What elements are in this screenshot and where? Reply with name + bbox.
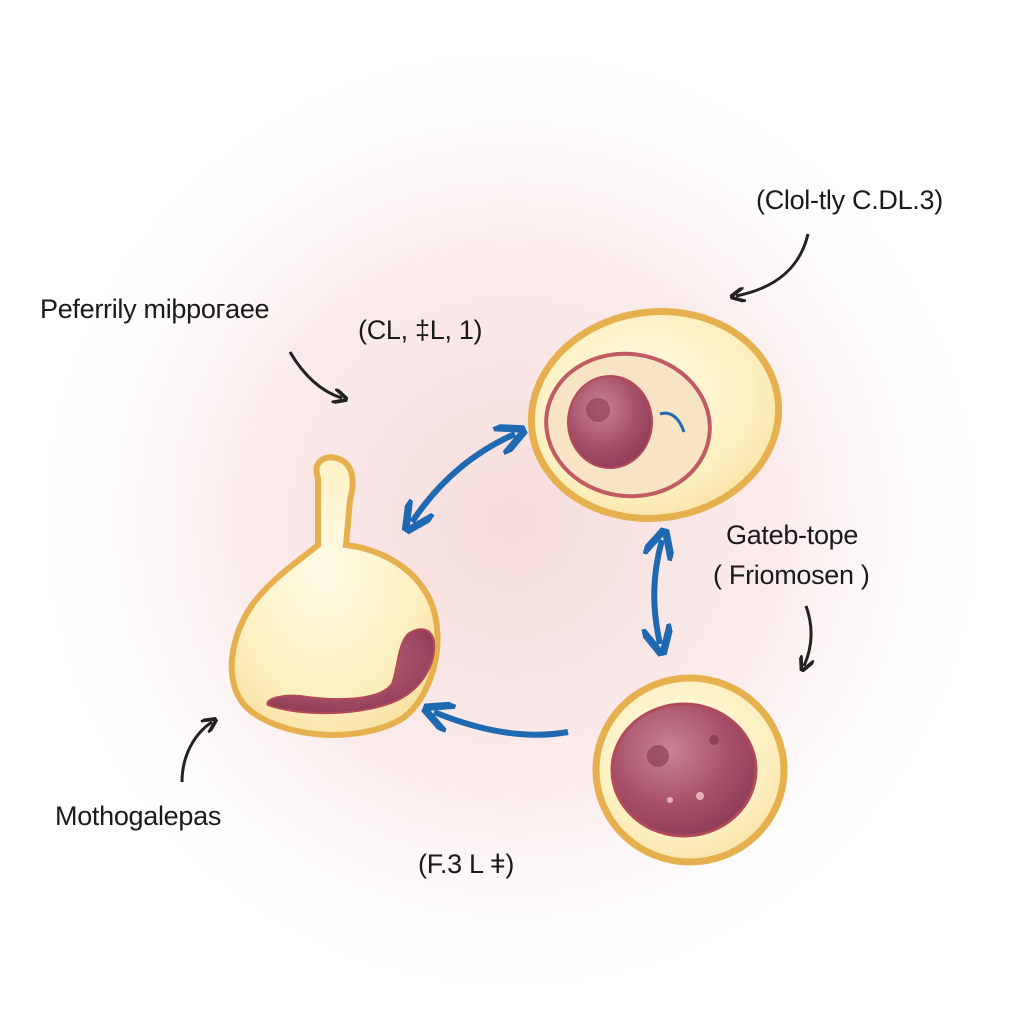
label-right-subtitle: ( Friomosen ) [713, 560, 870, 590]
nucleus-left [266, 628, 436, 715]
pointer-top-left [288, 351, 342, 398]
pointer-right [804, 605, 811, 666]
label-middle: (CL, ‡L, 1) [358, 315, 483, 345]
label-top-left: Peferrily miþpoгaee [40, 294, 270, 324]
label-top-right: (Clol-tly C.DL.3) [756, 185, 943, 215]
arrow-left-to-top [412, 434, 515, 522]
cell-bottom-right [592, 674, 788, 866]
arrow-top-to-bottom [654, 540, 662, 644]
label-right-title: Gateb-tope [726, 520, 859, 550]
pointer-top-right [736, 233, 810, 296]
spindle-mark [659, 411, 686, 433]
pointer-bottom-left [180, 722, 212, 783]
cell-top-right [527, 308, 783, 522]
nucleus-bottom-right [610, 702, 758, 838]
arrow-bottom-to-left [434, 712, 569, 738]
cell-left [228, 454, 441, 738]
nucleus-top-right [567, 375, 653, 469]
label-bottom: (F.3 L ǂ) [418, 849, 515, 879]
label-bottom-left: Mothogalepas [55, 801, 222, 831]
